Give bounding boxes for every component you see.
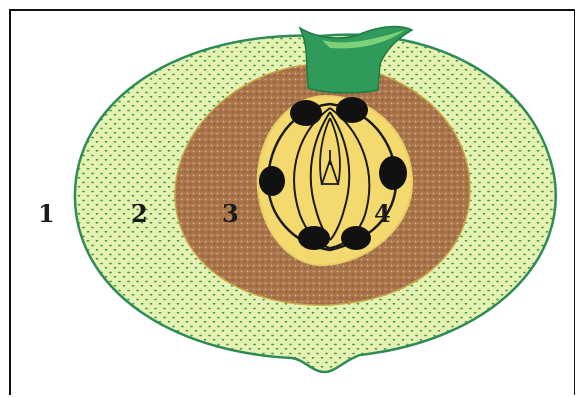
spot-top-left	[290, 100, 322, 126]
spot-right	[379, 156, 407, 190]
label-1: 1	[38, 199, 55, 228]
spot-left	[259, 166, 285, 196]
label-3: 3	[222, 199, 239, 228]
spot-bottom-left	[298, 226, 330, 250]
spot-top-right	[336, 97, 368, 123]
label-2: 2	[131, 199, 148, 228]
label-4: 4	[374, 199, 391, 228]
spot-bottom-right	[341, 226, 371, 250]
